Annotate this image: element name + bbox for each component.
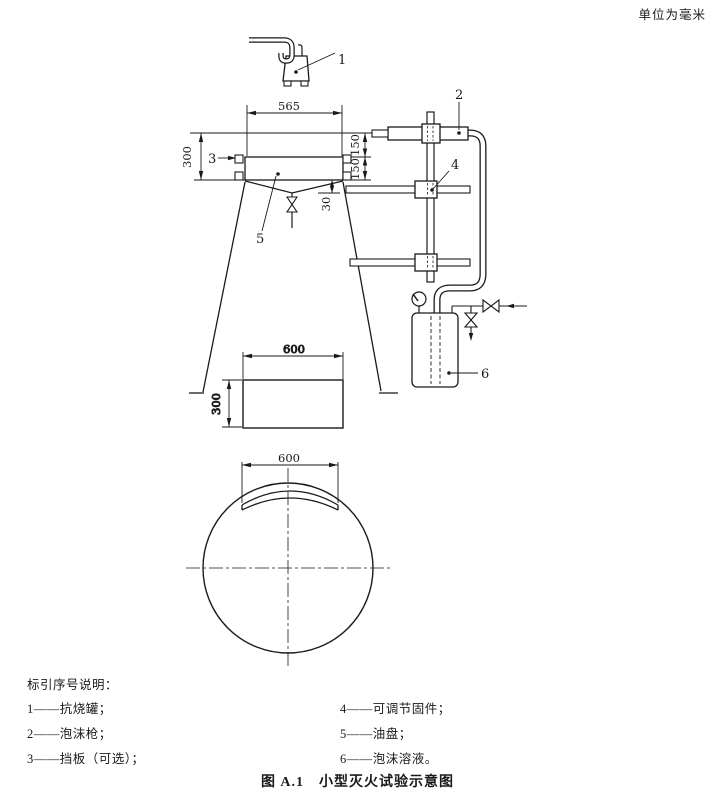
oil-pan <box>234 154 352 181</box>
gauge-needle <box>412 293 419 302</box>
vent-arrow <box>468 333 474 341</box>
stand-legs <box>189 181 398 394</box>
dim-150-150: 150 150 <box>348 133 371 181</box>
clamp-low <box>414 253 438 272</box>
dim-text-baffle-600: 600 <box>278 451 300 465</box>
label-2-callout: 2 <box>455 88 463 135</box>
part-label-6: 6 <box>481 367 489 382</box>
dim-text-tray-300: 300 <box>209 393 223 415</box>
cross-bar-mid <box>345 185 471 194</box>
dim-text-30: 30 <box>319 197 333 212</box>
drain-funnel <box>244 180 344 228</box>
vent-valve <box>463 312 479 321</box>
drain-valve <box>285 203 299 213</box>
feed-tube-bore <box>249 38 294 63</box>
label-4-callout: 4 <box>430 158 459 192</box>
tray-top-view: 600 <box>186 451 391 668</box>
clamp-mid <box>414 180 438 199</box>
part-label-2: 2 <box>455 88 463 103</box>
tank-body <box>411 312 459 388</box>
foam-hose-bore <box>434 130 486 313</box>
baffle-clip <box>342 154 352 164</box>
legend-item-1: 1——抗烧罐； <box>27 702 112 716</box>
legend-item-5: 5——油盘； <box>340 727 412 741</box>
dim-text-150-upper: 150 <box>348 134 362 156</box>
cross-bar-low <box>349 258 471 267</box>
can-foot-left <box>283 80 292 87</box>
pressure-gauge <box>411 291 427 307</box>
legend-heading: 标引序号说明： <box>27 678 119 692</box>
inlet-valve <box>490 298 500 314</box>
part-label-5: 5 <box>256 232 264 247</box>
clamp-top <box>421 123 441 144</box>
dim-text-565: 565 <box>278 99 300 113</box>
baffle-arc <box>241 490 339 506</box>
burn-can <box>249 37 310 87</box>
baffle-clip <box>234 154 244 164</box>
part-label-4: 4 <box>451 158 459 173</box>
part-label-1: 1 <box>338 53 346 68</box>
foam-gun-nozzle <box>371 129 389 138</box>
unit-note: 单位为毫米 <box>638 8 706 22</box>
dim-text-150-lower: 150 <box>348 158 362 180</box>
inlet-valve <box>482 298 492 314</box>
legend-item-4: 4——可调节固件； <box>340 702 451 716</box>
legend-item-2: 2——泡沫枪； <box>27 727 112 741</box>
vent-valve <box>463 319 479 328</box>
legend-item-6: 6——泡沫溶液。 <box>340 752 438 766</box>
figure-caption: 图 A.1 小型灭火试验示意图 <box>260 775 455 790</box>
foam-tank <box>411 291 459 388</box>
label-5-callout: 5 <box>256 172 280 247</box>
baffle-arc <box>241 497 339 511</box>
legend-item-3: 3——挡板（可选）； <box>27 752 145 766</box>
drain-valve <box>285 196 299 206</box>
flow-arrow <box>506 303 514 309</box>
dim-565: 565 <box>246 99 343 156</box>
gas-inlet-line <box>451 298 527 341</box>
can-foot-right <box>300 80 309 87</box>
fire-test-diagram: 1 565 <box>180 37 527 668</box>
dim-text-300: 300 <box>180 146 194 168</box>
dim-300-stand: 300 <box>180 133 245 181</box>
part-label-3: 3 <box>208 152 216 167</box>
label-6-callout: 6 <box>447 367 489 382</box>
support-frame <box>345 111 487 313</box>
dim-30: 30 <box>318 180 340 211</box>
can-neck-hook <box>297 44 303 56</box>
tray-front-view: 600 300 <box>209 342 344 429</box>
dim-text-tray-600: 600 <box>283 342 305 356</box>
baffle-clip <box>342 171 352 181</box>
label-3-callout: 3 <box>208 152 236 167</box>
label-1-callout: 1 <box>294 52 346 74</box>
baffle-clip <box>234 171 244 181</box>
